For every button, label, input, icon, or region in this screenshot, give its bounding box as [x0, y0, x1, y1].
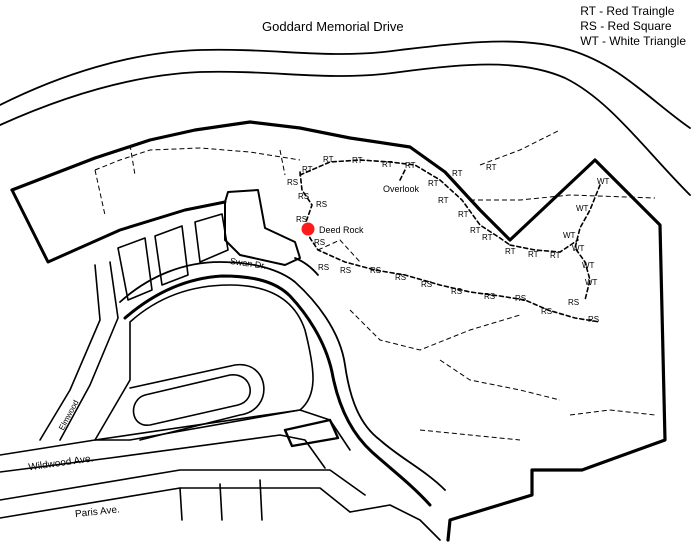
swan-drive-edge — [123, 274, 432, 507]
path-ne-branch — [470, 194, 656, 201]
marker-rt: RT — [302, 165, 313, 174]
lot-3 — [194, 213, 229, 263]
path-central — [349, 309, 521, 351]
paris-ave — [0, 469, 366, 501]
marker-rs: RS — [370, 266, 381, 275]
lot-1 — [117, 237, 153, 301]
legend-red-triangle: RT - Red Traingle — [580, 4, 675, 18]
trail-red-triangle-east — [509, 239, 579, 253]
marker-rs: RS — [296, 215, 307, 224]
marker-rt: RT — [352, 156, 363, 165]
marker-rt: RT — [438, 196, 449, 205]
south-lot-c — [219, 483, 223, 521]
wildwood-ave-south — [0, 434, 326, 473]
paris-ave-south — [0, 487, 351, 519]
south-lot-e — [349, 504, 441, 541]
marker-rs: RS — [515, 294, 526, 303]
label-paris-ave: Paris Ave. — [75, 504, 121, 520]
marker-rt: RT — [550, 251, 561, 260]
marker-wt: WT — [576, 204, 589, 213]
label-wildwood-ave: Wildwood Ave. — [28, 453, 94, 473]
marker-rt: RT — [482, 233, 493, 242]
marker-rt: RT — [528, 250, 539, 259]
marker-rs: RS — [541, 307, 552, 316]
label-deed-rock: Deed Rock — [319, 225, 364, 235]
inner-parcel — [94, 284, 314, 441]
marker-rs: RS — [287, 178, 298, 187]
path-nw-branch-2 — [129, 144, 136, 176]
path-nw-branch — [94, 169, 106, 216]
goddard-drive-north-edge — [0, 40, 691, 129]
map-legend: RT - Red Traingle RS - Red Square WT - W… — [580, 4, 686, 49]
path-northwest — [94, 147, 301, 171]
marker-rs: RS — [395, 273, 406, 282]
path-central-2 — [439, 359, 561, 401]
marker-rs: RS — [451, 287, 462, 296]
loop-road — [132, 374, 251, 426]
legend-red-square: RS - Red Square — [580, 19, 672, 33]
marker-wt: WT — [597, 177, 610, 186]
west-inner-road — [59, 261, 119, 441]
label-overlook: Overlook — [383, 184, 420, 194]
marker-rt: RT — [323, 155, 334, 164]
label-goddard-drive: Goddard Memorial Drive — [262, 19, 404, 34]
path-south-1 — [569, 409, 656, 416]
marker-rs: RS — [421, 280, 432, 289]
deed-rock-marker — [301, 222, 315, 236]
path-south-2 — [419, 429, 521, 441]
south-lot-b — [179, 487, 183, 521]
label-elmwood: Elmwood — [57, 398, 80, 431]
park-boundary — [10, 120, 667, 542]
wildwood-ave — [0, 409, 351, 456]
south-lot-d — [259, 479, 263, 521]
marker-rs: RS — [484, 292, 495, 301]
marker-rs: RS — [316, 200, 327, 209]
marker-rt: RT — [458, 210, 469, 219]
marker-rt: RT — [452, 169, 463, 178]
marker-rs: RS — [318, 263, 329, 272]
south-lot-a — [283, 418, 340, 448]
marker-rs: RS — [314, 238, 325, 247]
loop-road-outer — [129, 364, 265, 441]
trail-red-triangle — [299, 159, 511, 246]
marker-rt: RT — [382, 160, 393, 169]
west-outer-road — [39, 264, 101, 441]
marker-wt: WT — [572, 244, 585, 253]
path-rs-west — [317, 239, 361, 263]
marker-rt: RT — [428, 179, 439, 188]
marker-wt: WT — [563, 231, 576, 240]
trail-red-square — [299, 171, 601, 323]
marker-rt: RT — [486, 163, 497, 172]
swan-drive — [119, 261, 446, 491]
marker-rt: RT — [505, 247, 516, 256]
path-north-east — [479, 129, 561, 166]
label-swan-drive: Swan Dr. — [229, 256, 267, 271]
marker-rs: RS — [298, 192, 309, 201]
marker-rs: RS — [588, 315, 599, 324]
marker-wt: WT — [582, 261, 595, 270]
path-deed — [279, 149, 286, 176]
marker-rt: RT — [405, 161, 416, 170]
marker-rs: RS — [340, 266, 351, 275]
lot-2 — [154, 225, 189, 286]
goddard-drive-south-edge — [0, 63, 691, 196]
legend-white-triangle: WT - White Triangle — [580, 34, 686, 48]
swan-drive-upper — [294, 257, 319, 276]
marker-rs: RS — [568, 298, 579, 307]
marker-wt: WT — [585, 278, 598, 287]
marker-rt: RT — [470, 226, 481, 235]
park-boundary-west — [10, 188, 227, 264]
trail-overlook-spur — [399, 169, 406, 181]
wedge-lot — [224, 189, 301, 266]
